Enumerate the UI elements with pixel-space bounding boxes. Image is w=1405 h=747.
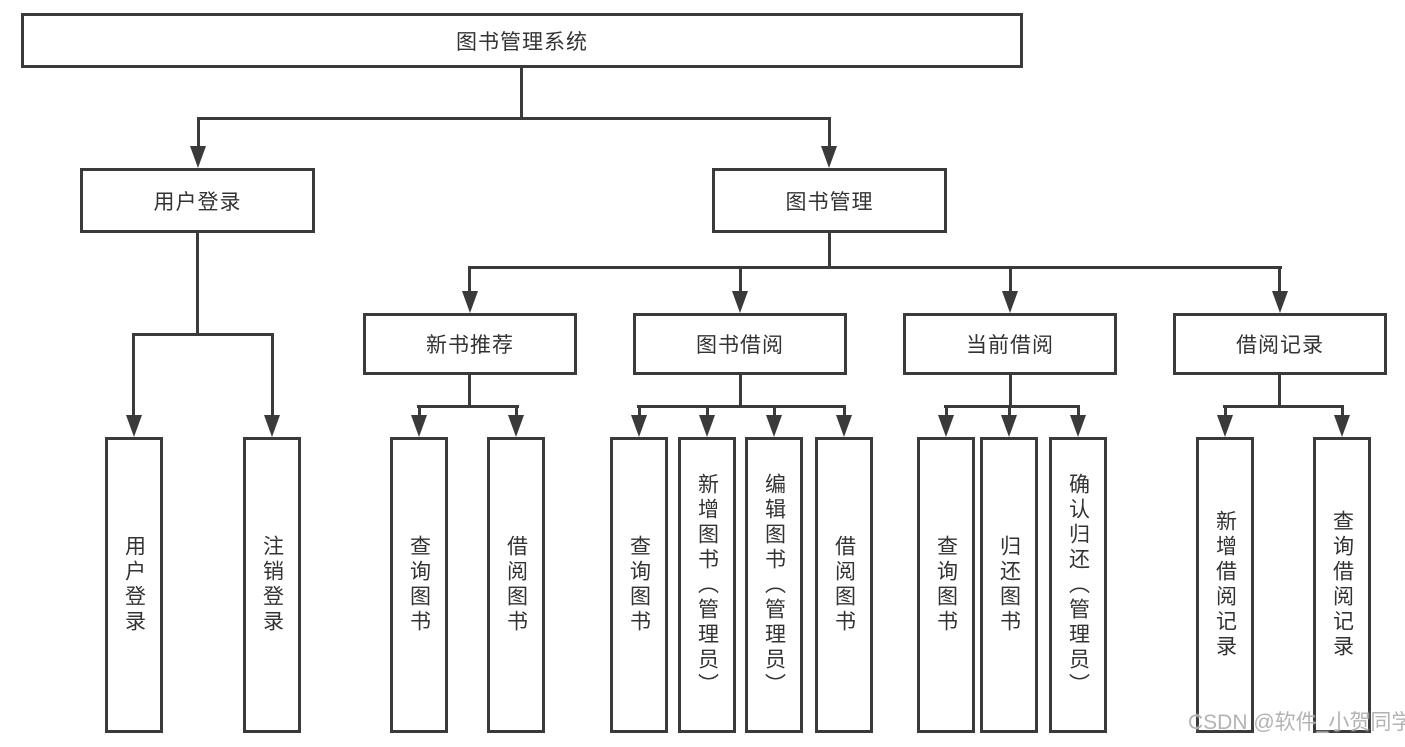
leaf-label: 查询图书 xyxy=(934,535,958,635)
arrowhead-borrow-books-2 xyxy=(836,415,852,437)
connector-drop-borrow-records xyxy=(1278,266,1281,291)
leaf-label: 查询图书 xyxy=(627,535,651,635)
leaf-return-book: 归还图书 xyxy=(980,437,1038,733)
node-label: 用户登录 xyxy=(153,190,242,214)
arrowhead-leaf-user-login xyxy=(126,415,142,437)
node-current-borrowing: 当前借阅 xyxy=(903,313,1117,375)
leaf-query-borrow-record: 查询借阅记录 xyxy=(1313,437,1371,733)
connector-rail-current-borrow xyxy=(944,405,1080,408)
connector-drop-query-books-3 xyxy=(945,405,948,417)
leaf-borrow-books-1: 借阅图书 xyxy=(487,437,545,733)
arrowhead-borrow-books-1 xyxy=(508,415,524,437)
node-book-management: 图书管理 xyxy=(712,168,947,233)
leaf-user-login: 用户登录 xyxy=(105,437,163,733)
connector-book-management-stem xyxy=(828,233,831,268)
connector-rail-new-book xyxy=(417,405,519,408)
connector-rail-book-borrow xyxy=(637,405,846,408)
arrowhead-add-book xyxy=(699,415,715,437)
connector-drop-add-borrow-record xyxy=(1224,405,1227,417)
connector-root-stem xyxy=(520,68,523,119)
connector-drop-query-borrow-record xyxy=(1341,405,1344,417)
leaf-confirm-return-admin: 确认归还（管理员） xyxy=(1049,437,1107,733)
arrowhead-return-book xyxy=(1001,415,1017,437)
leaf-label: 编辑图书（管理员） xyxy=(762,472,786,698)
connector-new-book-stem xyxy=(468,375,471,408)
connector-rail-user-login xyxy=(132,333,273,336)
connector-drop-add-book xyxy=(706,405,709,417)
leaf-borrow-books-2: 借阅图书 xyxy=(815,437,873,733)
connector-drop-query-books-2 xyxy=(638,405,641,417)
leaf-label: 查询图书 xyxy=(407,535,431,635)
node-library-management-system: 图书管理系统 xyxy=(21,13,1023,68)
leaf-label: 注销登录 xyxy=(260,535,284,635)
arrowhead-add-borrow-record xyxy=(1217,415,1233,437)
arrowhead-book-borrow xyxy=(732,291,748,313)
connector-drop-edit-book xyxy=(773,405,776,417)
leaf-label: 用户登录 xyxy=(122,535,146,635)
node-label: 当前借阅 xyxy=(966,334,1054,357)
leaf-label: 确认归还（管理员） xyxy=(1066,472,1090,698)
connector-rail-level2 xyxy=(197,117,831,120)
arrowhead-borrow-records xyxy=(1272,291,1288,313)
leaf-add-book-admin: 新增图书（管理员） xyxy=(678,437,736,733)
node-book-borrowing: 图书借阅 xyxy=(633,313,847,375)
csdn-watermark: CSDN @软件_小贺同学 xyxy=(1188,711,1405,734)
connector-drop-new-book xyxy=(468,266,471,291)
connector-rail-level3 xyxy=(469,266,1282,269)
leaf-query-books-3: 查询图书 xyxy=(917,437,975,733)
connector-drop-borrow-books-2 xyxy=(843,405,846,417)
leaf-label: 借阅图书 xyxy=(832,535,856,635)
connector-drop-leaf-user-login xyxy=(132,333,135,415)
connector-drop-confirm-return xyxy=(1077,405,1080,417)
connector-user-login-stem xyxy=(196,233,199,335)
connector-drop-user-login xyxy=(197,117,200,147)
leaf-label: 新增借阅记录 xyxy=(1213,510,1237,660)
leaf-label: 归还图书 xyxy=(997,535,1021,635)
leaf-logout: 注销登录 xyxy=(243,437,301,733)
connector-drop-book-management xyxy=(828,117,831,147)
node-borrowing-records: 借阅记录 xyxy=(1173,313,1387,375)
arrowhead-query-books-1 xyxy=(411,415,427,437)
node-label: 图书管理 xyxy=(785,190,874,214)
connector-drop-borrow-books-1 xyxy=(515,405,518,417)
arrowhead-confirm-return xyxy=(1070,415,1086,437)
arrowhead-leaf-logout xyxy=(264,415,280,437)
leaf-query-books-1: 查询图书 xyxy=(390,437,448,733)
node-user-login: 用户登录 xyxy=(80,168,315,233)
leaf-add-borrow-record: 新增借阅记录 xyxy=(1196,437,1254,733)
connector-book-borrow-stem xyxy=(739,375,742,408)
node-label: 新书推荐 xyxy=(426,334,514,357)
leaf-label: 查询借阅记录 xyxy=(1330,510,1354,660)
arrowhead-book-management xyxy=(821,146,837,168)
connector-borrow-records-stem xyxy=(1278,375,1281,408)
connector-drop-return-book xyxy=(1008,405,1011,417)
arrowhead-query-books-3 xyxy=(938,415,954,437)
leaf-label: 新增图书（管理员） xyxy=(695,472,719,698)
leaf-label: 借阅图书 xyxy=(504,535,528,635)
connector-drop-query-books-1 xyxy=(418,405,421,417)
node-label: 图书管理系统 xyxy=(456,30,588,54)
connector-rail-borrow-records xyxy=(1223,405,1344,408)
connector-current-borrow-stem xyxy=(1009,375,1012,408)
connector-drop-book-borrow xyxy=(739,266,742,291)
leaf-query-books-2: 查询图书 xyxy=(610,437,668,733)
arrowhead-new-book xyxy=(462,291,478,313)
arrowhead-edit-book xyxy=(766,415,782,437)
node-label: 图书借阅 xyxy=(696,334,784,357)
arrowhead-current-borrow xyxy=(1002,291,1018,313)
connector-drop-current-borrow xyxy=(1009,266,1012,291)
leaf-edit-book-admin: 编辑图书（管理员） xyxy=(745,437,803,733)
arrowhead-query-borrow-record xyxy=(1334,415,1350,437)
node-label: 借阅记录 xyxy=(1236,334,1324,357)
node-new-book-recommendation: 新书推荐 xyxy=(363,313,577,375)
arrowhead-query-books-2 xyxy=(631,415,647,437)
connector-drop-leaf-logout xyxy=(271,333,274,415)
arrowhead-user-login xyxy=(190,146,206,168)
